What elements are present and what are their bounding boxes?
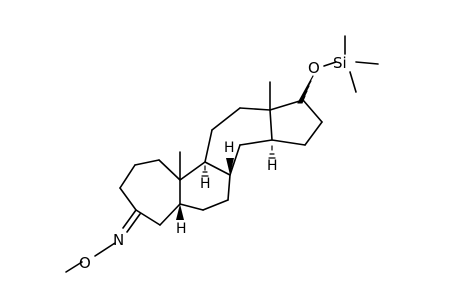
si-methyl-right-bond [355, 61, 379, 65]
oxime-double-bond [122, 209, 141, 233]
n-o-bond [94, 242, 116, 257]
nitrogen-label: N [113, 231, 124, 249]
ring-a-bonds [119, 159, 181, 226]
h-c9-hashed-bond [201, 165, 209, 177]
c17-o-hashed-bond [297, 75, 314, 104]
ring-c-bonds [204, 107, 273, 176]
si-methyl-down-bond [349, 71, 357, 93]
h-c14-hashed-bond [268, 145, 276, 159]
h-c14-label: H [267, 158, 278, 174]
h-c8-wedge-bond [226, 158, 234, 175]
o-methyl-bond [65, 261, 83, 273]
h-c5-label: H [176, 221, 187, 237]
o-si-bond [323, 61, 337, 67]
h-c8-label: H [224, 140, 235, 156]
silicon-label: Si [333, 54, 347, 72]
oxygen-methoxy-label: O [79, 254, 91, 272]
h-c5-wedge-bond [176, 204, 184, 220]
ring-b-bonds [179, 161, 231, 211]
oxygen-tms-label: O [308, 59, 320, 77]
h-c9-label: H [200, 176, 211, 192]
ring-d-bonds [269, 99, 323, 146]
